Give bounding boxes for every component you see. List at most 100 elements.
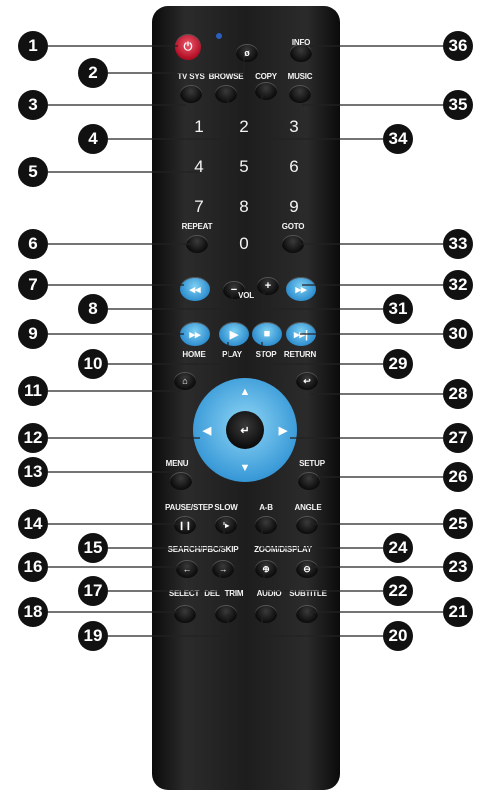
slow-button[interactable]: |▸: [215, 516, 237, 534]
zoom-out-icon: ⊖: [303, 563, 311, 574]
callout-23: 23: [443, 552, 473, 582]
label-menu: MENU: [165, 459, 189, 468]
leader-15: [108, 525, 225, 549]
vol-up-button[interactable]: +: [257, 277, 279, 295]
tvsys-button[interactable]: [180, 85, 202, 103]
subtitle-button[interactable]: [296, 605, 318, 623]
callout-12: 12: [18, 423, 48, 453]
key-2[interactable]: 2: [239, 117, 249, 136]
power-icon: ⏻: [183, 40, 193, 53]
label-ab: A-B: [259, 503, 273, 512]
ab-button[interactable]: [255, 516, 277, 534]
callout-33: 33: [443, 229, 473, 259]
label-home: HOME: [182, 350, 206, 359]
callout-17: 17: [78, 576, 108, 606]
callout-16: 16: [18, 552, 48, 582]
key-0[interactable]: 0: [239, 234, 249, 253]
audio-button[interactable]: [255, 605, 277, 623]
enter-button[interactable]: ↵: [226, 411, 264, 449]
callout-30: 30: [443, 319, 473, 349]
key-9[interactable]: 9: [289, 197, 299, 216]
leader-4: [108, 97, 229, 140]
pause-step-button[interactable]: ❙❙: [174, 516, 196, 534]
fast-forward-icon: ▸▸: [189, 328, 201, 341]
navigation-pad[interactable]: ▲ ▼ ◀ ▶ ↵: [193, 378, 297, 482]
goto-button[interactable]: [282, 235, 304, 253]
forward-small-button[interactable]: →: [212, 560, 234, 578]
stop-button[interactable]: ■: [252, 322, 282, 346]
label-play: PLAY: [222, 350, 242, 359]
select-button[interactable]: [174, 605, 196, 623]
play-button[interactable]: ▶: [219, 322, 249, 346]
leader-34: [261, 95, 383, 140]
repeat-button[interactable]: [186, 235, 208, 253]
prev-button[interactable]: ◂◂: [180, 277, 210, 301]
power-button[interactable]: ⏻: [175, 34, 201, 60]
fast-forward-button[interactable]: ▸▸: [180, 322, 210, 346]
key-6[interactable]: 6: [289, 157, 299, 176]
stop-icon: ■: [263, 328, 271, 340]
arrow-down-icon[interactable]: ▼: [239, 462, 251, 474]
music-button[interactable]: [289, 85, 311, 103]
label-zoom: ZOOM/DISPLAY: [254, 545, 312, 554]
key-8[interactable]: 8: [239, 197, 249, 216]
callout-2: 2: [78, 58, 108, 88]
label-tvsys: TV SYS: [177, 72, 205, 81]
menu-button[interactable]: [170, 472, 192, 490]
callout-11: 11: [18, 376, 48, 406]
next-button[interactable]: ▸▸: [286, 277, 316, 301]
callout-20: 20: [383, 621, 413, 651]
key-4[interactable]: 4: [194, 157, 204, 176]
arrow-right-icon[interactable]: ▶: [278, 424, 288, 437]
zoom-out-button[interactable]: ⊖: [296, 560, 318, 578]
vol-down-button[interactable]: −: [223, 281, 245, 299]
trim-button[interactable]: [215, 605, 237, 623]
leader-24: [261, 525, 383, 549]
return-button[interactable]: ↩: [296, 372, 318, 390]
mute-icon: ø: [244, 48, 250, 58]
label-setup: SETUP: [299, 459, 325, 468]
leader-29: [261, 342, 383, 365]
label-info: INFO: [291, 38, 311, 47]
label-browse: BROWSE: [208, 72, 244, 81]
rewind-small-button[interactable]: ←: [176, 560, 198, 578]
arrow-left-icon[interactable]: ◀: [202, 424, 212, 437]
callout-8: 8: [78, 294, 108, 324]
mute-button[interactable]: ø: [236, 44, 258, 62]
callout-14: 14: [18, 509, 48, 539]
callout-35: 35: [443, 90, 473, 120]
callout-7: 7: [18, 270, 48, 300]
leader-20: [261, 614, 383, 637]
label-copy: COPY: [255, 72, 277, 81]
callout-28: 28: [443, 379, 473, 409]
key-5[interactable]: 5: [239, 157, 249, 176]
callout-5: 5: [18, 157, 48, 187]
label-del: DEL: [204, 589, 220, 598]
pause-icon: ❙❙: [178, 520, 192, 530]
minus-icon: −: [230, 284, 238, 296]
key-1[interactable]: 1: [194, 117, 204, 136]
angle-button[interactable]: [296, 516, 318, 534]
label-slow: SLOW: [214, 503, 238, 512]
label-vol: VOL: [238, 291, 254, 300]
info-button[interactable]: [290, 44, 312, 62]
callout-29: 29: [383, 349, 413, 379]
label-audio: AUDIO: [256, 589, 282, 598]
copy-button[interactable]: [255, 82, 277, 100]
key-3[interactable]: 3: [289, 117, 299, 136]
label-stop: STOP: [255, 350, 277, 359]
callout-19: 19: [78, 621, 108, 651]
home-button[interactable]: ⌂: [174, 372, 196, 390]
label-music: MUSIC: [287, 72, 313, 81]
callout-1: 1: [18, 31, 48, 61]
arrow-up-icon[interactable]: ▲: [239, 386, 251, 398]
label-goto: GOTO: [281, 222, 305, 231]
label-pause-step: PAUSE/STEP: [164, 503, 214, 512]
zoom-in-button[interactable]: ⊕: [255, 560, 277, 578]
callout-32: 32: [443, 270, 473, 300]
browse-button[interactable]: [215, 85, 237, 103]
slow-icon: |▸: [222, 520, 230, 530]
label-angle: ANGLE: [294, 503, 322, 512]
label-trim: TRIM: [224, 589, 244, 598]
key-7[interactable]: 7: [194, 197, 204, 216]
